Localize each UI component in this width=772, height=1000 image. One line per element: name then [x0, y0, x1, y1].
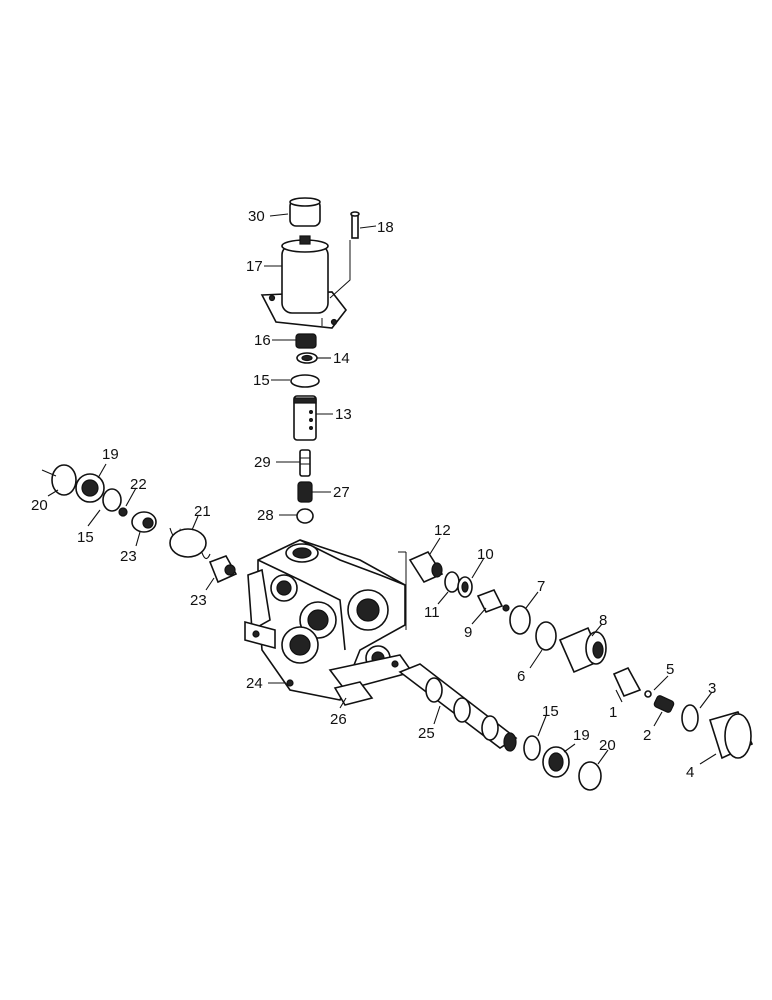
label-8: 8 [599, 612, 607, 629]
part-7-oring [509, 605, 531, 635]
part-30-cap [289, 197, 321, 227]
part-28-ball-seat [296, 508, 314, 524]
label-29: 29 [254, 454, 271, 471]
label-19-left: 19 [102, 446, 119, 463]
label-20-left: 20 [31, 497, 48, 514]
part-25-spool [398, 663, 518, 752]
part-19-plug-left [75, 473, 105, 503]
label-6: 6 [517, 668, 525, 685]
part-4-cap [708, 711, 754, 760]
label-30: 30 [248, 208, 265, 225]
part-3-oring [681, 704, 699, 732]
part-15-oring-left [102, 488, 122, 512]
part-10-ring [457, 576, 473, 598]
label-26: 26 [330, 711, 347, 728]
label-21: 21 [194, 503, 211, 520]
label-15-left: 15 [77, 529, 94, 546]
label-16: 16 [254, 332, 271, 349]
part-1-cone [612, 666, 642, 698]
label-1: 1 [609, 704, 617, 721]
label-15-bottom: 15 [542, 703, 559, 720]
part-19-plug-bottom [542, 746, 570, 778]
part-24-plug [286, 679, 294, 687]
label-12: 12 [434, 522, 451, 539]
label-20-bottom: 20 [599, 737, 616, 754]
label-24: 24 [246, 675, 263, 692]
part-20-circlip-bottom [578, 761, 602, 791]
label-5: 5 [666, 661, 674, 678]
leader-lines [47, 213, 717, 765]
part-8-adapter [558, 626, 607, 674]
label-2: 2 [643, 727, 651, 744]
label-11: 11 [424, 604, 440, 621]
part-12-plug [408, 550, 444, 584]
part-29-plunger [299, 449, 311, 477]
label-25: 25 [418, 725, 435, 742]
part-9-poppet [476, 588, 510, 614]
label-4: 4 [686, 764, 694, 781]
part-20-circlip-left [41, 464, 77, 496]
part-17-solenoid [260, 235, 351, 329]
label-28: 28 [257, 507, 274, 524]
part-11-ring [444, 571, 460, 593]
part-26-valve-body [244, 539, 414, 706]
part-15-oring-bottom [523, 735, 541, 761]
part-18-screw [350, 211, 360, 239]
label-13: 13 [335, 406, 352, 423]
label-23-left: 23 [120, 548, 137, 565]
label-19-bottom: 19 [573, 727, 590, 744]
label-22: 22 [130, 476, 147, 493]
label-23-right: 23 [190, 592, 207, 609]
part-23-seat-left [131, 511, 157, 533]
part-6-oring [535, 621, 557, 651]
part-23-seat-right [208, 555, 238, 584]
label-7: 7 [537, 578, 545, 595]
label-14: 14 [333, 350, 350, 367]
part-13-sleeve [293, 395, 317, 441]
part-5-ball [644, 690, 652, 698]
label-27: 27 [333, 484, 350, 501]
label-9: 9 [464, 624, 472, 641]
part-15-oring-top [290, 374, 320, 388]
label-18: 18 [377, 219, 394, 236]
label-3: 3 [708, 680, 716, 697]
part-2-spring [653, 695, 675, 713]
label-15-top: 15 [253, 372, 270, 389]
part-21-spring [169, 527, 211, 560]
label-10: 10 [477, 546, 494, 563]
label-17: 17 [246, 258, 263, 275]
callout-labels: 30 18 17 16 14 15 13 29 27 28 19 20 22 1… [31, 208, 716, 781]
part-27-spring [297, 481, 313, 503]
part-16-spring-cup [295, 333, 317, 349]
part-22-ball [118, 507, 128, 517]
part-14-seal [296, 352, 318, 364]
